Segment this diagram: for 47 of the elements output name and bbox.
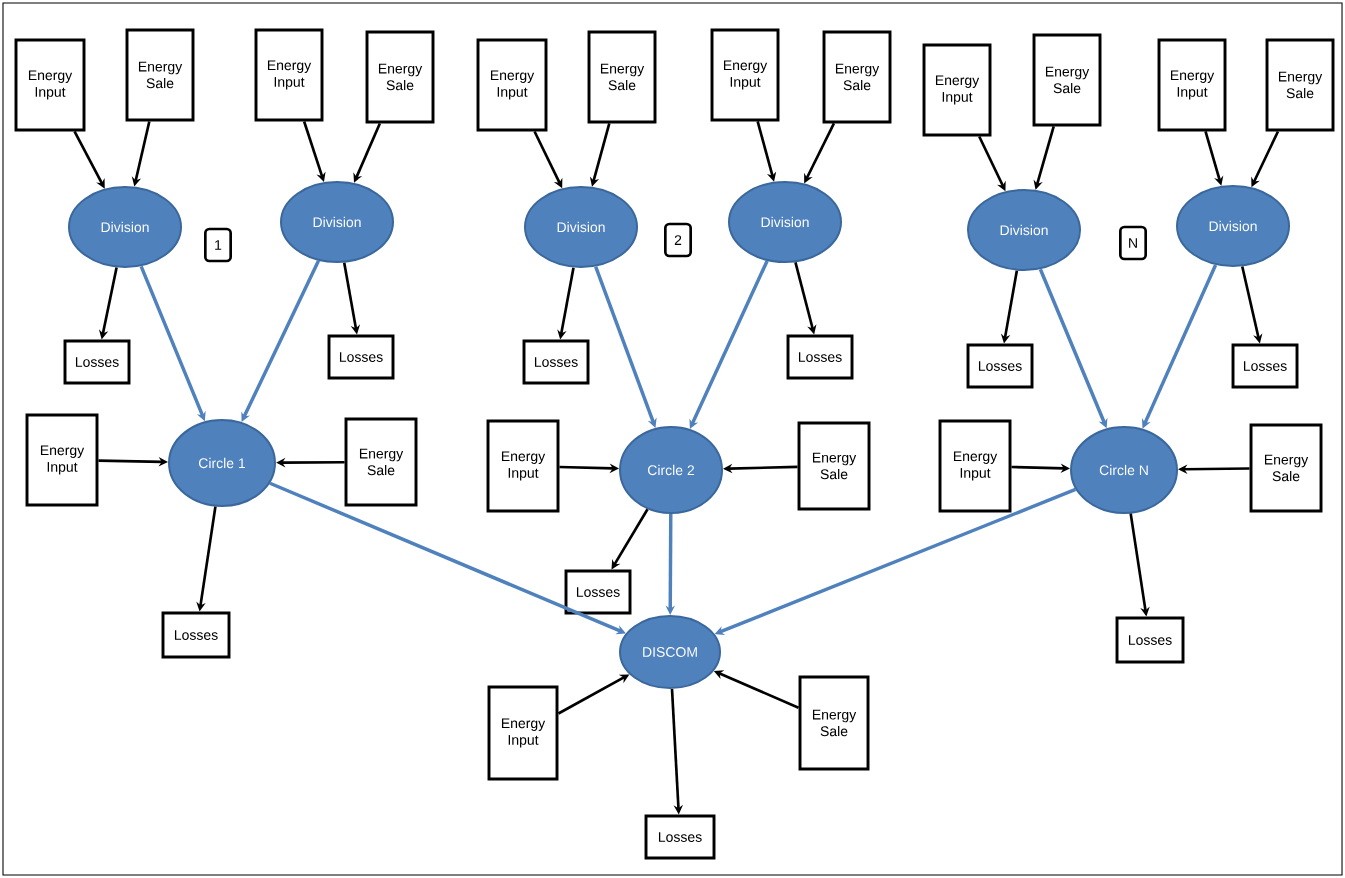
text-box: Energy Input — [710, 28, 780, 122]
text-box: Energy Sale — [797, 421, 871, 511]
arrow — [353, 122, 382, 183]
number-tag: 2 — [664, 222, 692, 258]
number-tag: 1 — [204, 227, 232, 263]
text-box: Energy Sale — [798, 675, 870, 771]
arrow — [594, 266, 657, 428]
text-box: Energy Sale — [1032, 33, 1102, 127]
text-box: Energy Input — [938, 419, 1012, 513]
text-box: Energy Input — [486, 419, 560, 513]
ellipse-node: DISCOM — [619, 615, 721, 689]
text-box: Energy Input — [487, 685, 559, 781]
text-box: Losses — [564, 569, 632, 615]
text-box: Energy Sale — [822, 30, 892, 124]
text-box: Losses — [1231, 343, 1299, 389]
text-box: Losses — [63, 339, 131, 385]
text-box: Energy Input — [476, 38, 548, 132]
text-box: Energy Sale — [587, 30, 657, 124]
text-box: Energy Input — [14, 38, 86, 132]
ellipse-node: Division — [280, 181, 394, 263]
ellipse-node: Circle 2 — [619, 426, 723, 514]
ellipse-node: Division — [524, 186, 638, 268]
number-tag: N — [1119, 225, 1147, 261]
text-box: Losses — [644, 814, 716, 860]
text-box: Energy Input — [25, 413, 99, 507]
ellipse-node: Division — [1176, 185, 1290, 267]
text-box: Energy Input — [922, 43, 992, 137]
text-box: Energy Input — [254, 28, 324, 122]
text-box: Losses — [327, 334, 395, 380]
arrow — [689, 260, 769, 429]
text-box: Energy Input — [1157, 38, 1227, 132]
ellipse-node: Division — [728, 181, 842, 263]
text-box: Energy Sale — [365, 30, 435, 124]
text-box: Energy Sale — [125, 28, 195, 122]
text-box: Losses — [786, 334, 854, 380]
arrow — [241, 260, 321, 422]
ellipse-node: Circle 1 — [168, 419, 276, 507]
ellipse-node: Circle N — [1070, 426, 1178, 514]
text-box: Energy Sale — [1265, 38, 1335, 132]
ellipse-node: Division — [68, 186, 182, 268]
text-box: Losses — [161, 611, 231, 659]
ellipse-node: Division — [967, 189, 1081, 271]
text-box: Losses — [1115, 616, 1185, 664]
text-box: Losses — [966, 343, 1034, 389]
text-box: Energy Sale — [1249, 423, 1323, 513]
text-box: Losses — [522, 339, 590, 385]
text-box: Energy Sale — [344, 417, 418, 507]
